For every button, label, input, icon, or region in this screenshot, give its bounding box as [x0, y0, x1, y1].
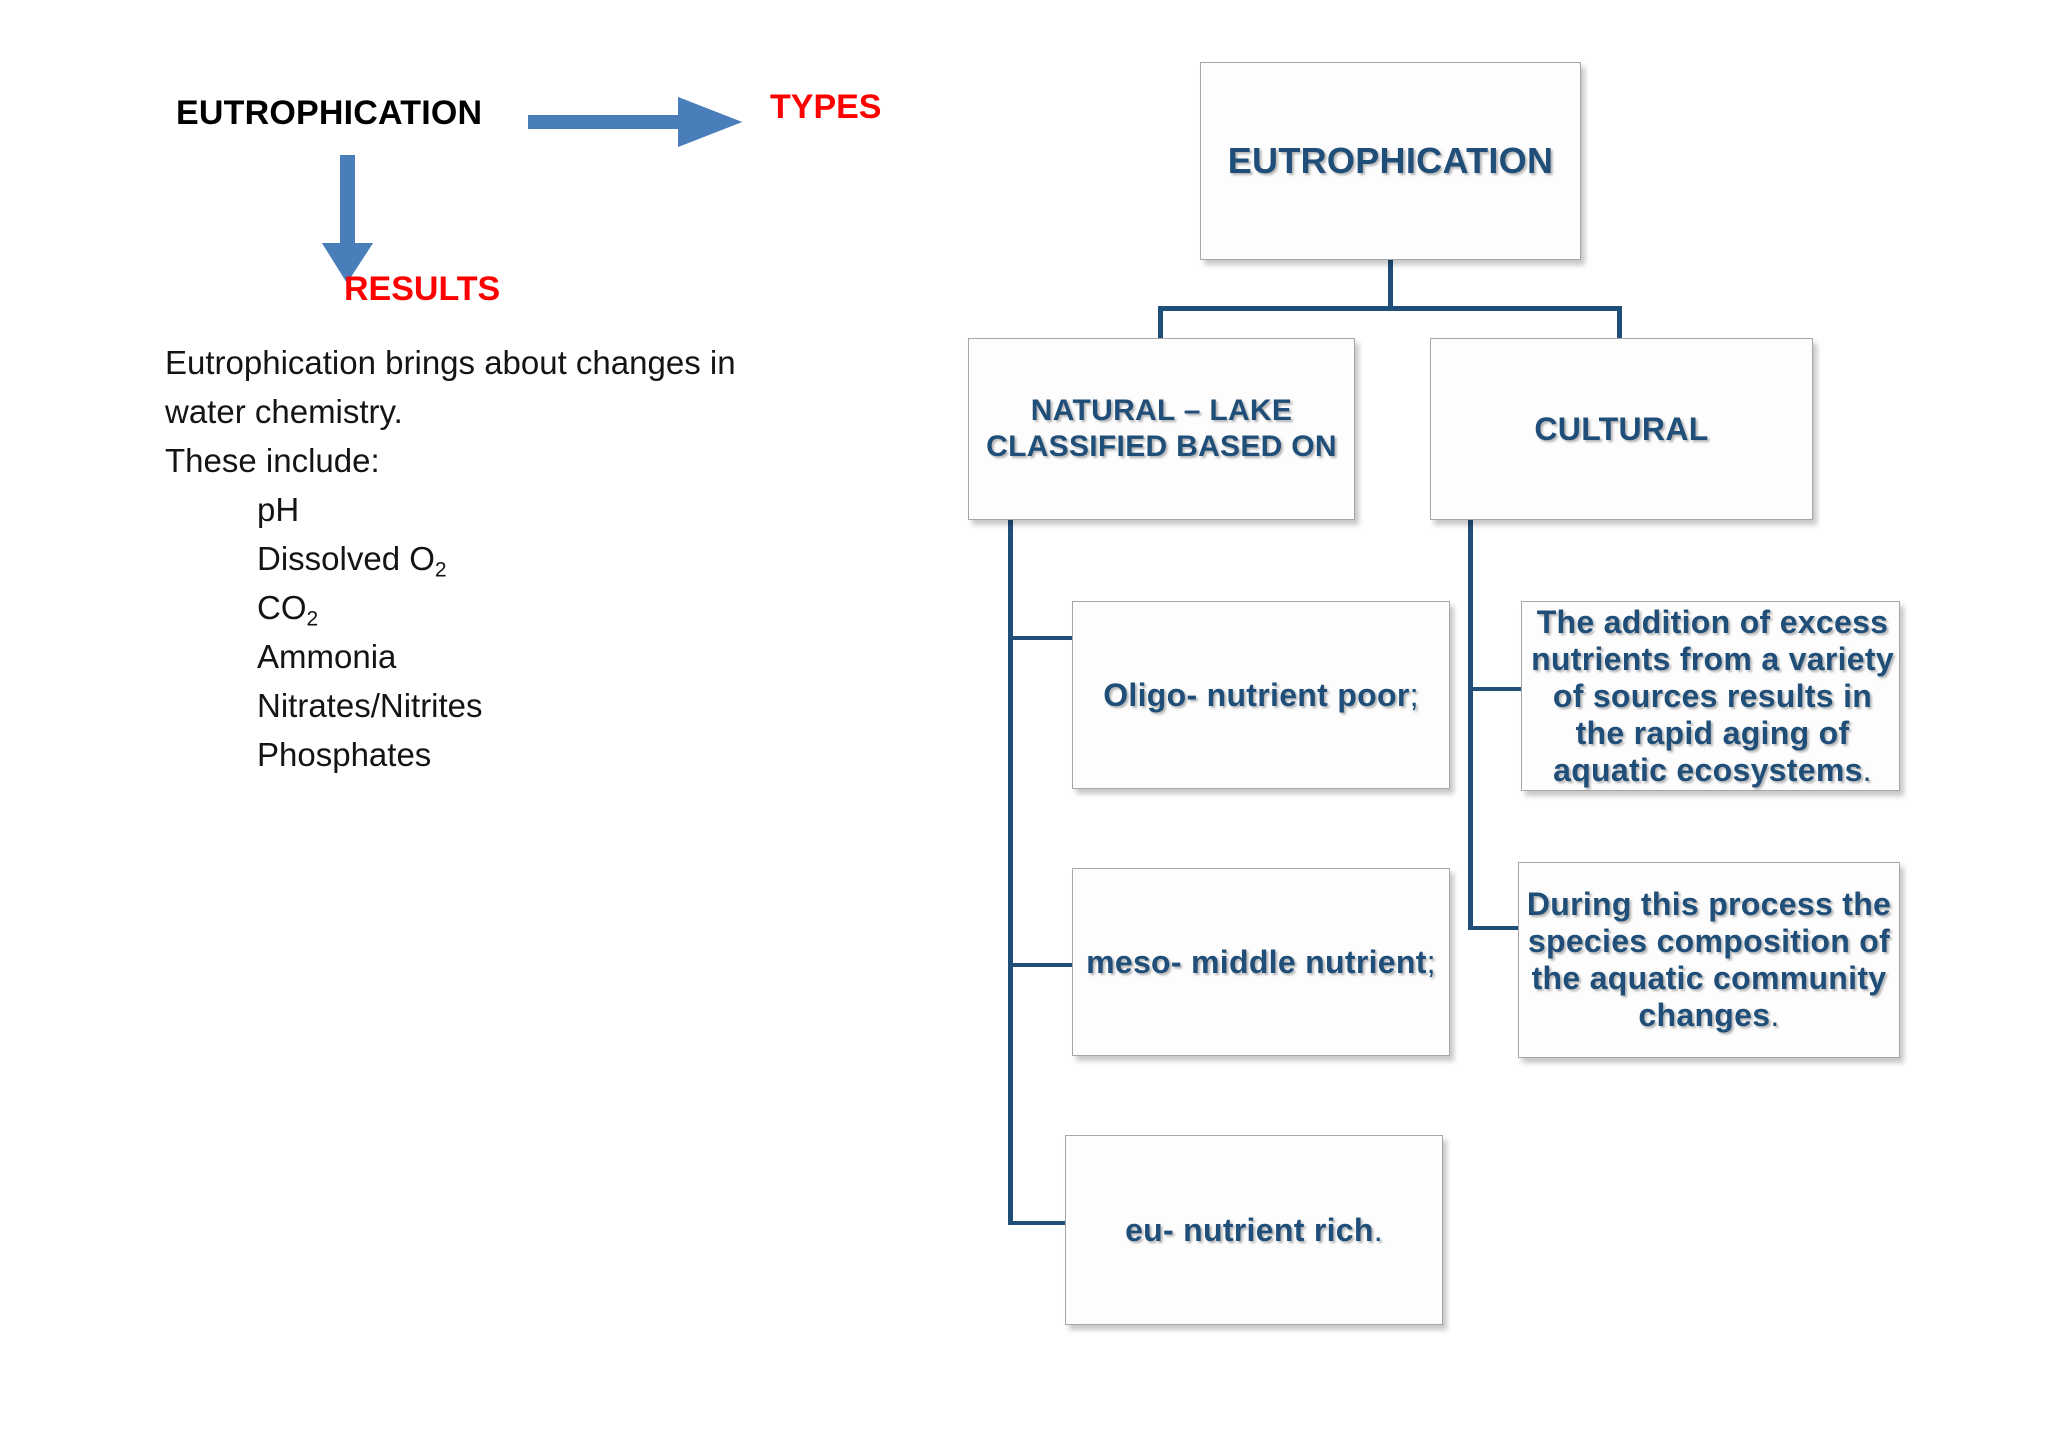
- list-item-label: CO: [257, 589, 307, 626]
- connector-to-cultural: [1617, 306, 1622, 340]
- connector-natural-to-meso: [1008, 963, 1074, 967]
- list-item: Ammonia: [165, 632, 925, 681]
- results-line: Eutrophication brings about changes in: [165, 344, 736, 381]
- flowchart-node-label: CULTURAL: [1534, 411, 1709, 447]
- list-item-subscript: 2: [434, 558, 447, 582]
- node-text: The addition of excess nutrients from a …: [1531, 603, 1894, 788]
- connector-cultural-to-during: [1468, 926, 1524, 930]
- results-line: water chemistry.: [165, 393, 403, 430]
- connector-root-stem: [1388, 258, 1393, 310]
- flowchart-node-eutrophic[interactable]: eu- nutrient rich.: [1065, 1135, 1443, 1325]
- connector-root-bus: [1158, 306, 1622, 311]
- flowchart-node-label: NATURAL – LAKE CLASSIFIED BASED ON: [986, 394, 1337, 463]
- list-item-subscript: 2: [306, 607, 319, 631]
- arrow-down-icon: [322, 155, 373, 283]
- results-description: Eutrophication brings about changes in w…: [165, 338, 925, 779]
- node-punctuation: .: [1373, 1212, 1383, 1248]
- list-item-label: Ammonia: [257, 638, 397, 675]
- list-item-label: Phosphates: [257, 736, 432, 773]
- list-item-label: Nitrates/Nitrites: [257, 687, 483, 724]
- node-text: meso- middle nutrient: [1086, 944, 1427, 980]
- flowchart-node-label: eu- nutrient rich.: [1125, 1208, 1383, 1252]
- node-punctuation: ;: [1409, 677, 1419, 713]
- connector-natural-to-oligo: [1008, 636, 1074, 640]
- flowchart-node-label: EUTROPHICATION: [1227, 140, 1554, 181]
- flowchart-node-natural[interactable]: NATURAL – LAKE CLASSIFIED BASED ON: [968, 338, 1355, 520]
- flowchart-node-cultural[interactable]: CULTURAL: [1430, 338, 1813, 520]
- connector-cultural-to-addition: [1468, 687, 1524, 691]
- node-text: eu- nutrient rich: [1125, 1212, 1374, 1248]
- connector-natural-spine: [1008, 518, 1013, 1225]
- node-text: During this process the species composit…: [1526, 886, 1892, 1033]
- label-types: TYPES: [770, 88, 882, 126]
- flowchart-node-mesotrophic[interactable]: meso- middle nutrient;: [1072, 868, 1450, 1056]
- node-punctuation: .: [1862, 751, 1872, 788]
- flowchart-node-eutrophication[interactable]: EUTROPHICATION: [1200, 62, 1581, 260]
- flowchart-node-label: meso- middle nutrient;: [1086, 940, 1436, 984]
- connector-cultural-spine: [1468, 518, 1473, 930]
- flowchart-node-label: Oligo- nutrient poor;: [1103, 673, 1419, 717]
- page-title-eutrophication: EUTROPHICATION: [176, 94, 483, 132]
- flowchart-node-label: During this process the species composit…: [1519, 886, 1899, 1034]
- list-item: Phosphates: [165, 730, 925, 779]
- connector-to-natural: [1158, 306, 1163, 340]
- results-line: These include:: [165, 442, 380, 479]
- node-punctuation: .: [1770, 997, 1780, 1033]
- flowchart-node-label: The addition of excess nutrients from a …: [1524, 604, 1901, 789]
- list-item: CO2: [165, 583, 925, 632]
- list-item-label: Dissolved O: [257, 540, 435, 577]
- list-item-label: pH: [257, 491, 300, 528]
- arrow-right-icon: [528, 97, 742, 147]
- list-item: pH: [165, 485, 925, 534]
- list-item: Nitrates/Nitrites: [165, 681, 925, 730]
- flowchart-node-oligotrophic[interactable]: Oligo- nutrient poor;: [1072, 601, 1450, 789]
- label-results: RESULTS: [344, 270, 501, 308]
- flowchart-node-excess-nutrients[interactable]: The addition of excess nutrients from a …: [1521, 601, 1900, 791]
- list-item: Dissolved O2: [165, 534, 925, 583]
- node-text: Oligo- nutrient poor: [1103, 677, 1410, 713]
- flowchart-node-species-composition[interactable]: During this process the species composit…: [1518, 862, 1900, 1058]
- node-punctuation: ;: [1426, 944, 1436, 980]
- connector-natural-to-eu: [1008, 1221, 1068, 1225]
